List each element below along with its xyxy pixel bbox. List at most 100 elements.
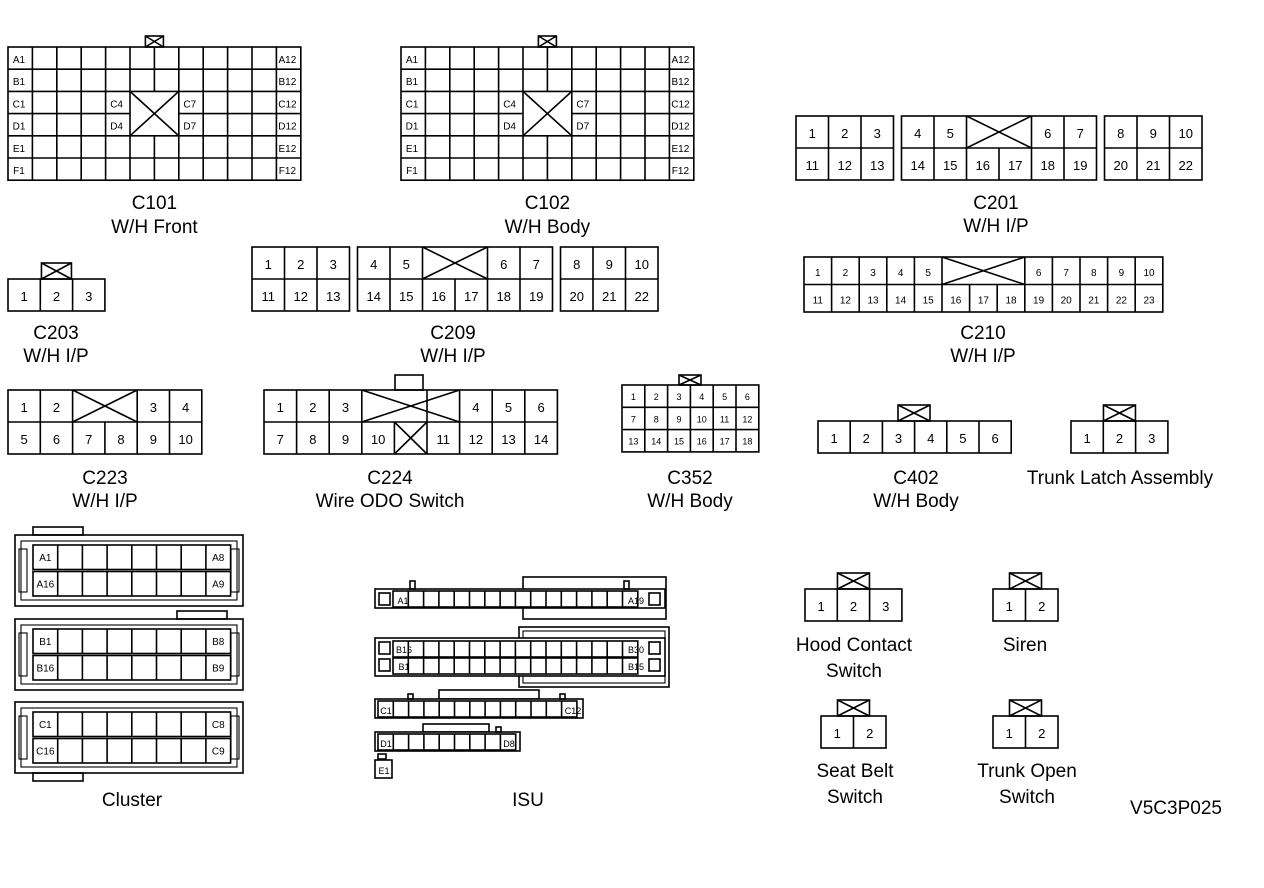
pin-label: 11 <box>806 158 820 173</box>
pin-label: C1 <box>39 720 52 731</box>
pin-label: 13 <box>326 289 340 304</box>
pin-label: B16 <box>396 645 412 655</box>
end-pin <box>648 658 661 672</box>
lock-tab-cross <box>897 404 931 422</box>
pin-label: 11 <box>437 432 451 447</box>
pin-label: 10 <box>635 257 649 272</box>
pin-label: 9 <box>1150 126 1157 141</box>
connector-code: C101 <box>132 193 177 214</box>
pin-label: 11 <box>813 296 824 307</box>
pin-label: B12 <box>672 77 690 88</box>
pin-label: 14 <box>534 432 548 447</box>
pin-label: A19 <box>628 596 644 606</box>
lock-tab-cross <box>837 572 870 590</box>
pin-label: 2 <box>1116 431 1123 446</box>
pin-label: B30 <box>628 645 644 655</box>
pin-label: 21 <box>1146 158 1160 173</box>
pin-label: 3 <box>895 431 902 446</box>
pin-label: B15 <box>628 662 644 672</box>
blank-cross <box>422 246 488 280</box>
connector-name: W/H I/P <box>72 491 137 512</box>
pin-label: 4 <box>472 400 479 415</box>
pin-label: 18 <box>497 289 511 304</box>
housing <box>14 701 244 774</box>
pin-label: 12 <box>742 414 752 424</box>
tab <box>495 726 502 733</box>
pin-label: 9 <box>342 432 349 447</box>
pin-label: 5 <box>947 126 954 141</box>
pin-label: 20 <box>1061 296 1073 307</box>
pin-label: 2 <box>297 257 304 272</box>
blank-cross <box>361 389 460 423</box>
tab <box>623 580 630 590</box>
pin-label: 10 <box>697 414 707 424</box>
connector-name-2: Switch <box>999 787 1055 808</box>
connector-name: Wire ODO Switch <box>316 491 465 512</box>
tab <box>409 580 416 590</box>
lock-tab-cross <box>41 262 72 280</box>
pin-label: 7 <box>631 414 636 424</box>
pin-label: 3 <box>874 126 881 141</box>
pin-label: 14 <box>911 158 925 173</box>
pin-label: D1 <box>406 122 419 133</box>
pin-label: 15 <box>943 158 957 173</box>
pin-label: 9 <box>606 257 613 272</box>
pin-label: 1 <box>21 400 28 415</box>
pin-label: 23 <box>1143 296 1155 307</box>
pin-label: 12 <box>838 158 852 173</box>
connector-name-2: Switch <box>826 661 882 682</box>
pin-label: 7 <box>85 432 92 447</box>
connector-name: Trunk Latch Assembly <box>1027 468 1214 489</box>
pin-label: 6 <box>53 432 60 447</box>
pin-label: 5 <box>505 400 512 415</box>
blank-cross <box>941 256 1026 286</box>
tab <box>407 693 414 700</box>
pin-label: 10 <box>371 432 385 447</box>
pin-label: 12 <box>469 432 483 447</box>
pin-label: C1 <box>406 99 419 110</box>
end-pin <box>378 658 391 672</box>
pin-label: 5 <box>925 268 931 279</box>
pin-label: B1 <box>13 77 26 88</box>
pin-label: 4 <box>182 400 189 415</box>
lock-tab <box>394 374 424 391</box>
side-latch <box>18 715 28 760</box>
pin-label: 1 <box>818 599 825 614</box>
pin-label: C4 <box>110 99 123 110</box>
pin-label: 4 <box>914 126 921 141</box>
connector-name: Trunk Open <box>977 761 1077 782</box>
housing-tab <box>422 723 490 733</box>
pin-label: 1 <box>631 392 636 402</box>
pin-label: D7 <box>183 122 196 133</box>
pin-label: 8 <box>573 257 580 272</box>
pin-label: F12 <box>672 166 690 177</box>
pin-label: 5 <box>21 432 28 447</box>
connector-name: W/H I/P <box>23 346 88 367</box>
pin-label: 6 <box>500 257 507 272</box>
pin-label: 1 <box>815 268 821 279</box>
pin-label: F1 <box>13 166 25 177</box>
pin-label: 17 <box>1008 158 1022 173</box>
pin-label: 2 <box>863 431 870 446</box>
pin-label: 7 <box>1063 268 1069 279</box>
pin-label: 2 <box>841 126 848 141</box>
housing-tab <box>32 526 84 536</box>
pin-row <box>377 700 578 718</box>
pin-label: 13 <box>867 296 879 307</box>
pin-label: 1 <box>1006 726 1013 741</box>
pin-label: A1 <box>39 553 52 564</box>
pin-label: D1 <box>380 739 392 749</box>
pin-label: E1 <box>406 144 419 155</box>
lock-tab-cross <box>1103 404 1136 422</box>
pin-label: B12 <box>279 77 297 88</box>
pin-label: B1 <box>398 662 409 672</box>
pin-label: 1 <box>277 400 284 415</box>
blank-cross <box>129 90 180 137</box>
connector-name: W/H Body <box>505 217 591 238</box>
